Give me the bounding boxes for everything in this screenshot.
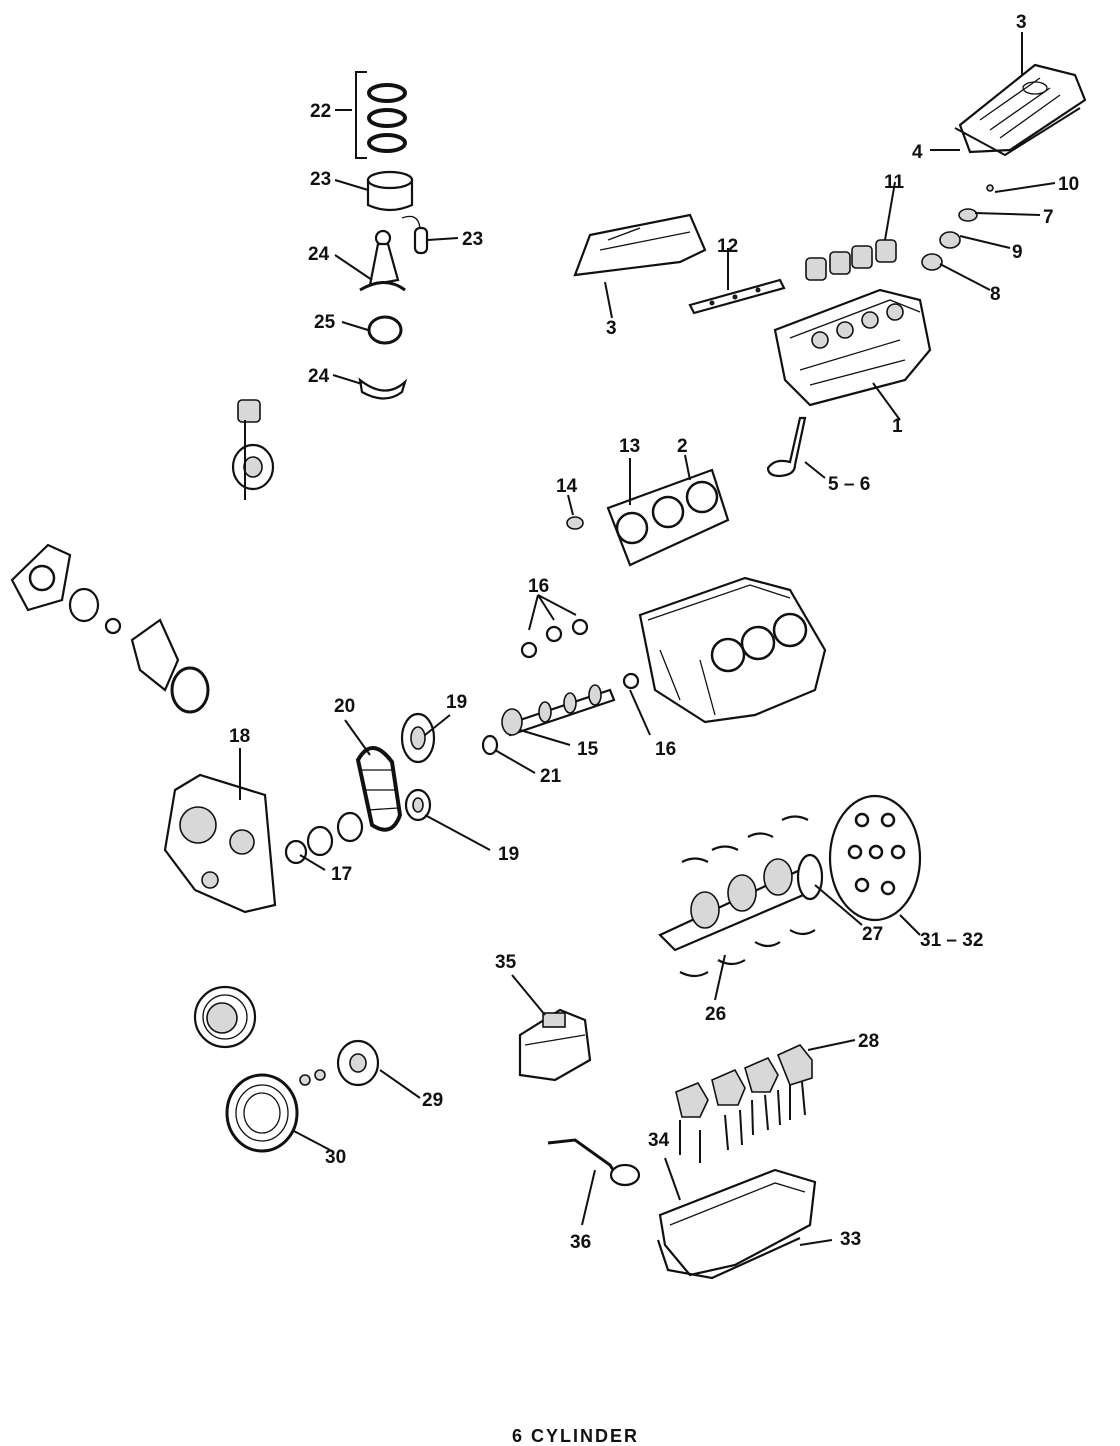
callout-20: 20	[334, 696, 355, 717]
valve-cover-right	[954, 63, 1087, 157]
callout-29: 29	[422, 1090, 443, 1111]
callout-15: 15	[577, 739, 599, 760]
callout-2: 2	[677, 436, 688, 457]
cylinder-head	[773, 288, 932, 407]
damper-hub	[336, 1039, 380, 1087]
callout-31-32: 31 – 32	[920, 930, 983, 951]
callout-1: 1	[892, 416, 903, 437]
valve-cover-left	[573, 213, 707, 277]
callout-19-bottom: 19	[498, 844, 519, 865]
callout-30: 30	[325, 1147, 346, 1168]
callout-3-top: 3	[1016, 12, 1027, 33]
diagram-caption: 6 CYLINDER	[512, 1426, 639, 1446]
timing-cover	[163, 773, 277, 914]
cover-plate	[130, 618, 180, 692]
rocker-shaft	[688, 278, 786, 315]
callout-36: 36	[570, 1232, 591, 1253]
callout-14: 14	[556, 476, 578, 497]
callout-16-top: 16	[528, 576, 549, 597]
connecting-rod	[359, 229, 406, 292]
callout-33: 33	[840, 1229, 861, 1250]
callout-12: 12	[717, 236, 738, 257]
tensioner	[231, 399, 275, 500]
flexplate	[828, 794, 922, 922]
callout-4: 4	[912, 142, 923, 163]
callout-22: 22	[310, 101, 331, 122]
cam-sprocket	[400, 712, 436, 764]
callout-13: 13	[619, 436, 640, 457]
front-plate	[10, 543, 72, 612]
head-gasket	[606, 468, 730, 567]
camshaft	[501, 684, 616, 737]
callout-3-left: 3	[606, 318, 617, 339]
piston	[366, 170, 414, 212]
crank-pulley	[225, 1073, 299, 1153]
rod-bearing	[367, 315, 403, 345]
o-ring	[170, 666, 210, 714]
cam-bearings	[520, 618, 640, 690]
rocker-arms	[805, 239, 897, 281]
valve	[766, 416, 807, 478]
cam-washer	[481, 734, 499, 756]
valve-spring-parts	[921, 184, 994, 271]
dowel-pin	[566, 516, 584, 530]
callout-25: 25	[314, 312, 336, 333]
crankshaft	[658, 853, 824, 952]
nut	[104, 617, 122, 635]
oil-pump	[518, 1008, 592, 1082]
callout-19-top: 19	[446, 692, 467, 713]
callout-24-top: 24	[308, 244, 330, 265]
callout-23-right: 23	[462, 229, 483, 250]
main-caps	[675, 1044, 813, 1118]
callout-17: 17	[331, 864, 352, 885]
callout-7: 7	[1043, 207, 1054, 228]
callout-18: 18	[229, 726, 250, 747]
callout-21: 21	[540, 766, 562, 787]
oil-pan	[656, 1168, 817, 1280]
main-bearings	[679, 815, 816, 978]
callout-35: 35	[495, 952, 517, 973]
callout-11: 11	[884, 172, 905, 193]
hub-bolt	[299, 1069, 326, 1086]
leader-lines	[239, 32, 1056, 1246]
front-seals	[284, 811, 364, 865]
crank-sprocket	[404, 788, 432, 822]
callout-28: 28	[858, 1031, 879, 1052]
main-bolts	[679, 1081, 806, 1163]
piston-pin	[413, 226, 429, 255]
callout-16-right: 16	[655, 739, 676, 760]
callout-26: 26	[705, 1004, 726, 1025]
damper-pulley-upper	[193, 985, 257, 1049]
front-seal	[68, 587, 100, 623]
oil-pickup	[547, 1138, 641, 1187]
callout-8: 8	[990, 284, 1001, 305]
callout-24-bottom: 24	[308, 366, 330, 387]
callout-5-6: 5 – 6	[828, 474, 870, 495]
rod-cap	[358, 377, 408, 400]
ring-bracket	[355, 71, 367, 159]
callout-34: 34	[648, 1130, 670, 1151]
callout-27: 27	[862, 924, 883, 945]
engine-block	[638, 576, 827, 724]
callout-9: 9	[1012, 242, 1023, 263]
timing-chain	[355, 746, 403, 832]
callout-23-top: 23	[310, 169, 331, 190]
piston-rings	[367, 83, 407, 153]
callout-10: 10	[1058, 174, 1079, 195]
